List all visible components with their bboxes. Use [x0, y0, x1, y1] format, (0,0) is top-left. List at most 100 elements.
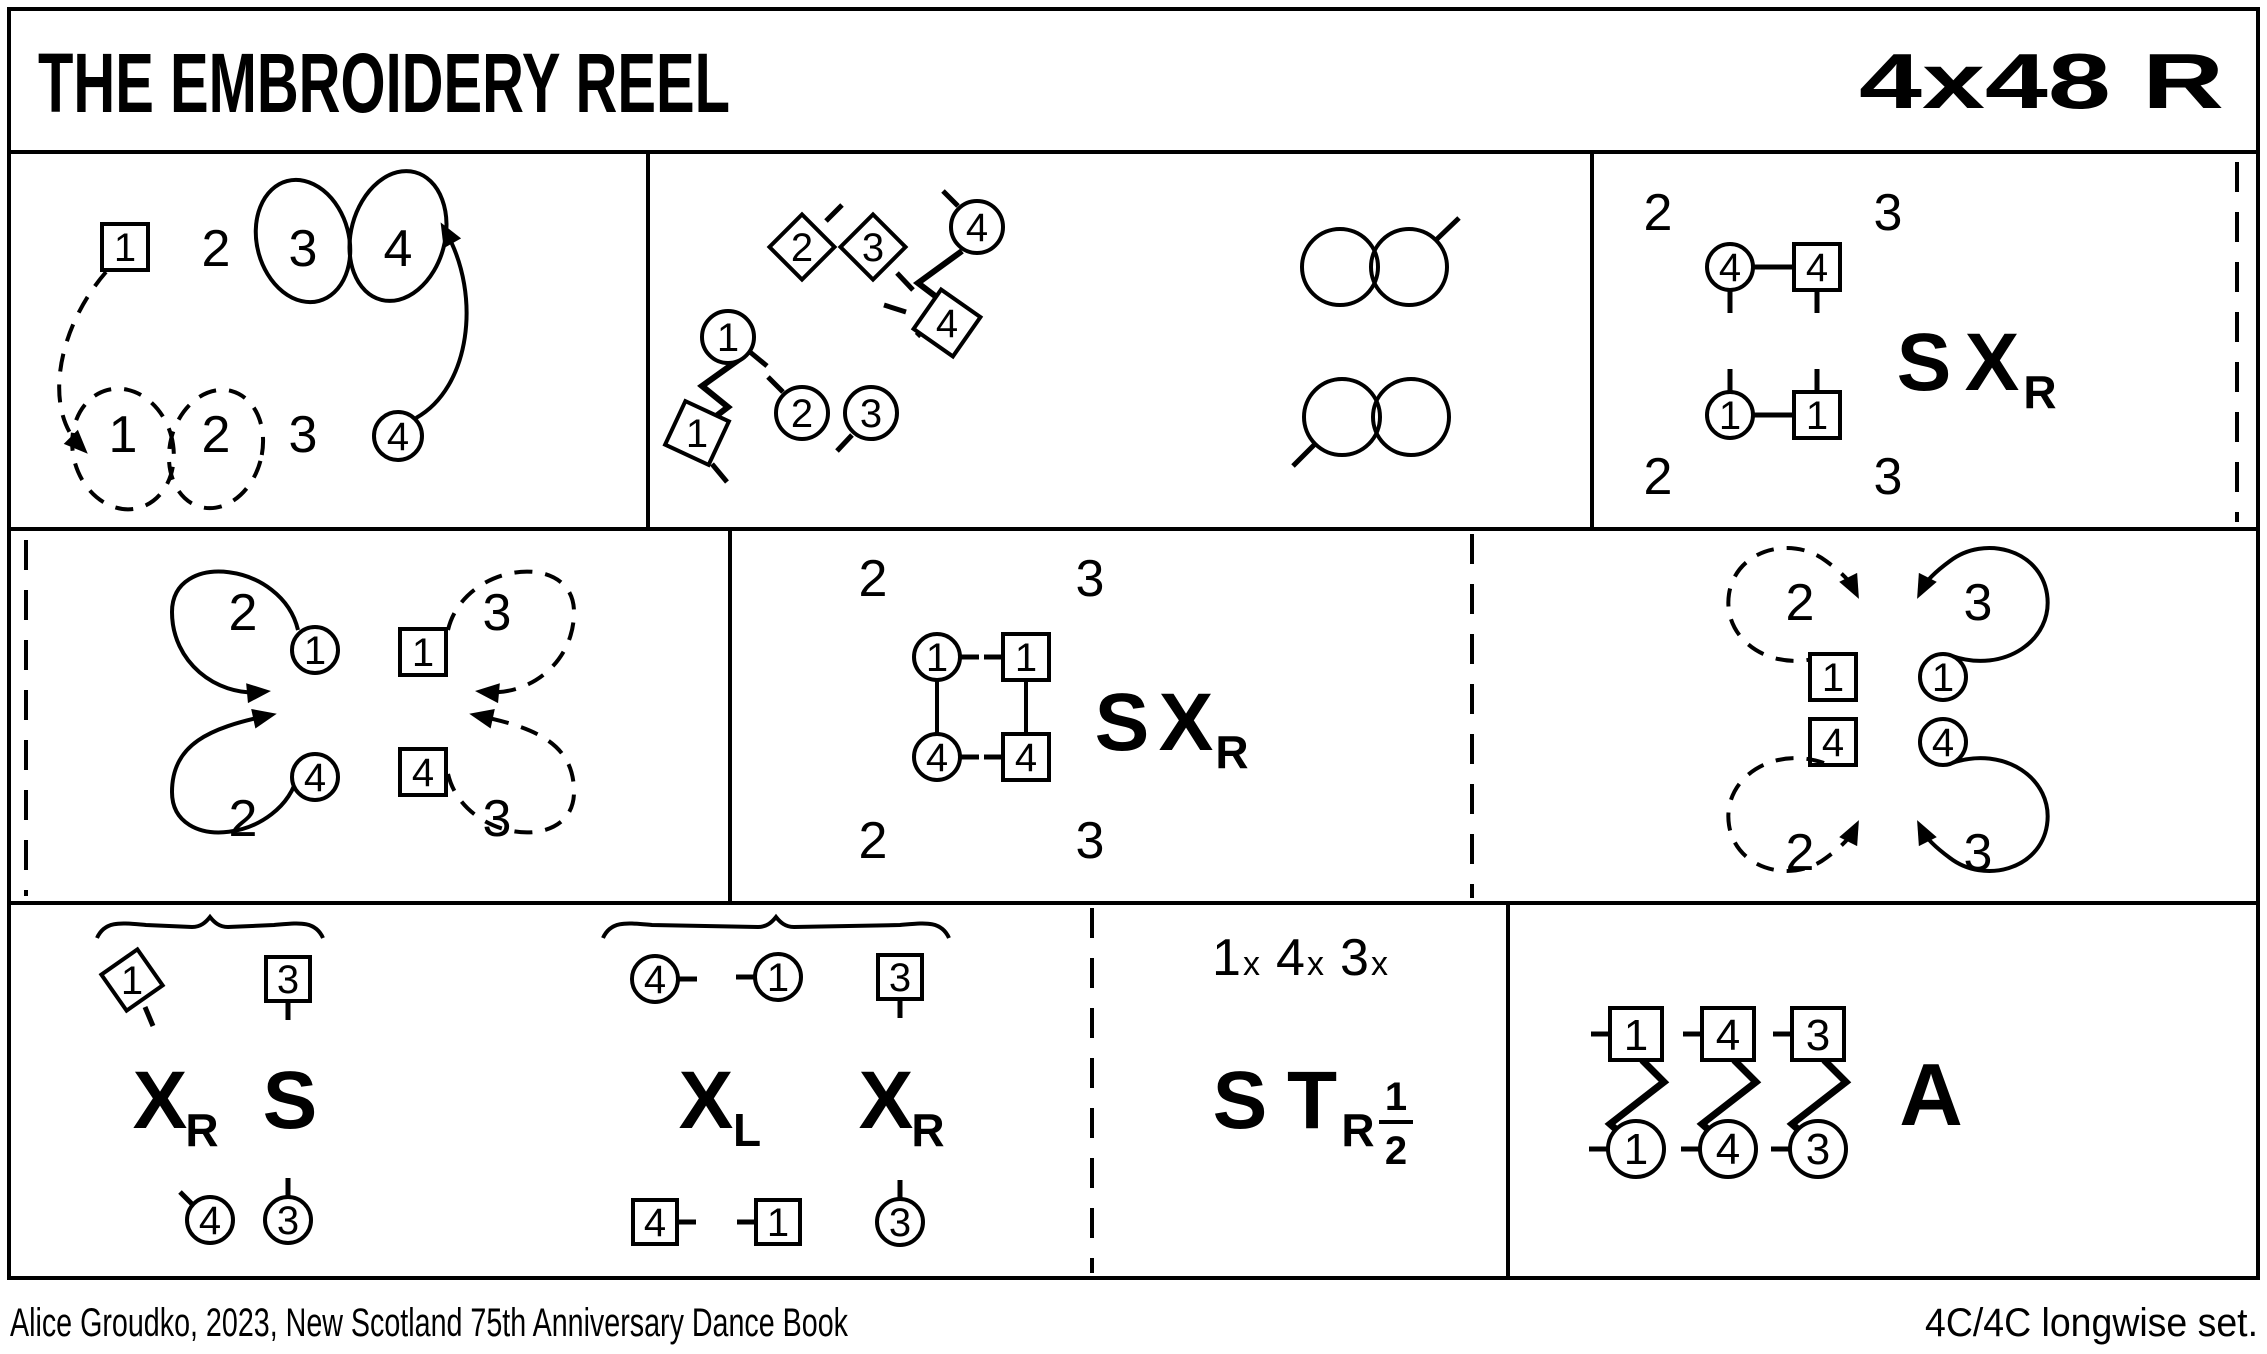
position-label: 4 — [384, 220, 413, 278]
dancer-diamond-3 — [837, 211, 909, 283]
repeat-order-number: 3 — [1340, 929, 1369, 987]
dancer-diamond-4 — [910, 286, 984, 360]
repeat-order-subscript: x — [1371, 945, 1388, 983]
dancer-number: 1 — [1719, 394, 1741, 438]
dancer-number: 1 — [114, 226, 136, 270]
position-label: 3 — [1076, 550, 1105, 608]
dancer-circle-1 — [1918, 652, 1968, 702]
dancer-number: 1 — [767, 956, 789, 1000]
page-title: THE EMBROIDERY REEL — [38, 36, 730, 130]
facing-tick — [178, 1190, 195, 1207]
dancer-circle-4 — [1705, 242, 1755, 292]
dancer-square-4 — [1808, 717, 1858, 767]
repeat-order-number: 1 — [1212, 929, 1241, 987]
panel-5: 2 3 1 1 4 4 S X R 2 3 — [859, 550, 1249, 870]
facing-tick — [142, 1006, 156, 1027]
dancer-square-4 — [1792, 242, 1842, 292]
fraction-denominator: 2 — [1385, 1129, 1407, 1173]
figure-letter-set: S — [1897, 317, 1952, 408]
dancer-number: 4 — [966, 206, 988, 250]
repeat-code: 4x48 R — [1859, 37, 2224, 125]
dancer-square-1 — [100, 222, 150, 272]
turn-circles-icon — [1300, 227, 1380, 307]
facing-tick — [710, 462, 729, 484]
cast-loop-dashed-icon — [1726, 546, 1859, 663]
dancer-number: 3 — [277, 1199, 299, 1243]
position-label: 2 — [229, 790, 258, 848]
dancer-square-4 — [398, 747, 448, 797]
dancer-number: 1 — [1015, 636, 1037, 680]
position-label: 2 — [859, 812, 888, 870]
panel-1: 1 2 3 4 1 2 3 4 — [57, 169, 469, 512]
dancer-circle-2 — [774, 385, 830, 441]
dancer-circle-4 — [912, 732, 962, 782]
dancer-number: 3 — [862, 226, 884, 270]
dancer-number: 4 — [199, 1199, 221, 1243]
phrase-brace — [95, 913, 325, 939]
dancer-number: 3 — [1806, 1125, 1830, 1174]
figure-letter-subscript: R — [911, 1104, 944, 1156]
facing-tick — [883, 302, 907, 315]
dancer-square-3 — [876, 953, 924, 1001]
dancer-square-1-tilted — [98, 946, 166, 1014]
position-label: 2 — [1786, 574, 1815, 632]
cast-loop-dashed-icon — [446, 569, 577, 704]
figure-letter-subscript: R — [1341, 1104, 1374, 1156]
dancer-number: 3 — [889, 956, 911, 1000]
dancer-number: 4 — [926, 736, 948, 780]
dancer-number: 1 — [412, 631, 434, 675]
dancer-number: 4 — [412, 751, 434, 795]
figure-letter-subscript: R — [2023, 366, 2056, 418]
figure-letter-subscript: L — [733, 1104, 761, 1156]
dancer-number: 1 — [1624, 1011, 1648, 1060]
panel-borders — [7, 7, 2260, 1280]
repeat-order-subscript: x — [1243, 945, 1260, 983]
dancer-number: 4 — [387, 415, 409, 459]
dancer-circle-1 — [290, 625, 340, 675]
set-type-label: 4C/4C longwise set. — [1925, 1301, 2258, 1345]
figure-letter-cross: X — [859, 1055, 914, 1146]
position-label: 2 — [1786, 824, 1815, 882]
dancer-circle-4 — [290, 752, 340, 802]
dancer-number: 1 — [1822, 656, 1844, 700]
panel-7: 1 3 X R S 4 3 4 1 3 X L X R 4 1 3 — [95, 913, 951, 1247]
facing-tick — [941, 189, 960, 208]
repeat-order-number: 4 — [1276, 929, 1305, 987]
dancer-diamond-1 — [662, 398, 732, 468]
dancer-number: 2 — [791, 392, 813, 436]
dancer-square-4 — [631, 1198, 679, 1246]
facing-tick — [766, 375, 785, 394]
dancer-number: 2 — [791, 226, 813, 270]
position-label: 3 — [1964, 824, 1993, 882]
dancer-number: 4 — [1716, 1011, 1740, 1060]
facing-tick — [835, 433, 854, 453]
position-label: 3 — [1874, 184, 1903, 242]
dancer-number: 4 — [1932, 721, 1954, 765]
figure-letter-set: S — [1213, 1055, 1268, 1146]
dancer-square-4 — [1001, 732, 1051, 782]
footer: Alice Groudko, 2023, New Scotland 75th A… — [10, 1301, 2258, 1345]
phrase-brace — [601, 913, 951, 939]
cast-loop-icon — [169, 569, 300, 704]
dancer-circle-4 — [372, 410, 424, 462]
dancer-square-1 — [398, 627, 448, 677]
dancer-number: 1 — [121, 959, 143, 1003]
dancer-number: 1 — [1624, 1125, 1648, 1174]
cast-loop-icon — [169, 708, 300, 835]
turn-circles-icon — [1302, 377, 1382, 457]
facing-tick — [748, 350, 769, 368]
dancer-square-1 — [1001, 632, 1051, 682]
dancer-square-3 — [264, 955, 312, 1003]
figure-letter-turn: T — [1287, 1055, 1337, 1146]
repeat-order-subscript: x — [1307, 945, 1324, 983]
dancer-number: 4 — [1806, 246, 1828, 290]
position-label: 2 — [202, 220, 231, 278]
position-label: 2 — [1644, 448, 1673, 506]
figure-letter-cross: X — [133, 1055, 188, 1146]
dancer-circle-4 — [1918, 717, 1968, 767]
figure-letter-set: S — [263, 1055, 318, 1146]
dancer-number: 1 — [304, 629, 326, 673]
dashed-loop-icon — [166, 387, 266, 511]
dancer-circle-4 — [185, 1195, 235, 1245]
